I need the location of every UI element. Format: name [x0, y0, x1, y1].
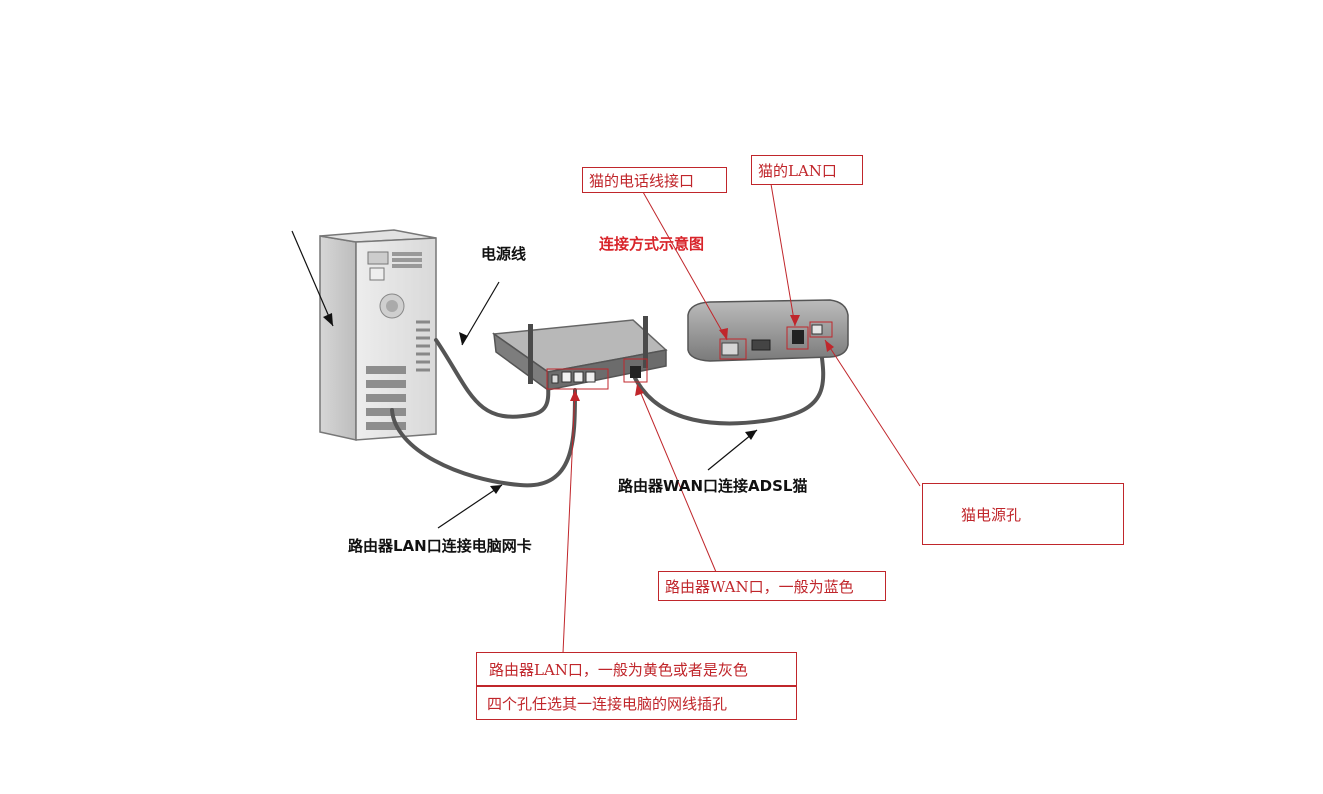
power-cable-label: 电源线	[481, 245, 527, 263]
router-lan-port-callout-line1: 路由器LAN口，一般为黄色或者是灰色	[476, 652, 797, 686]
router	[491, 316, 668, 392]
modem-lan-highlight	[786, 326, 809, 350]
router-lan-to-pc-label: 路由器LAN口连接电脑网卡	[348, 537, 532, 555]
callout-leaders	[562, 183, 921, 654]
power-cable	[434, 338, 551, 419]
pc-tower	[319, 229, 437, 441]
wan-cable	[633, 341, 826, 426]
router-wan-highlight	[623, 358, 648, 383]
router-lan-highlight	[546, 368, 609, 390]
router-wan-port-callout: 路由器WAN口，一般为蓝色	[658, 571, 886, 601]
diagram-title: 连接方式示意图	[599, 235, 705, 253]
adsl-modem	[687, 299, 849, 362]
modem-phone-port-callout: 猫的电话线接口	[582, 167, 727, 193]
port-highlights	[546, 321, 833, 390]
black-arrowheads	[323, 313, 757, 494]
modem-power-highlight	[809, 321, 833, 338]
router-lan-port-callout-line2: 四个孔任选其一连接电脑的网线插孔	[476, 686, 797, 720]
router-wan-to-modem-label: 路由器WAN口连接ADSL猫	[618, 477, 808, 495]
callout-arrowheads	[570, 315, 834, 401]
modem-lan-port-callout: 猫的LAN口	[751, 155, 863, 185]
modem-phone-highlight	[719, 338, 747, 360]
modem-power-hole-callout: 猫电源孔	[922, 483, 1124, 545]
